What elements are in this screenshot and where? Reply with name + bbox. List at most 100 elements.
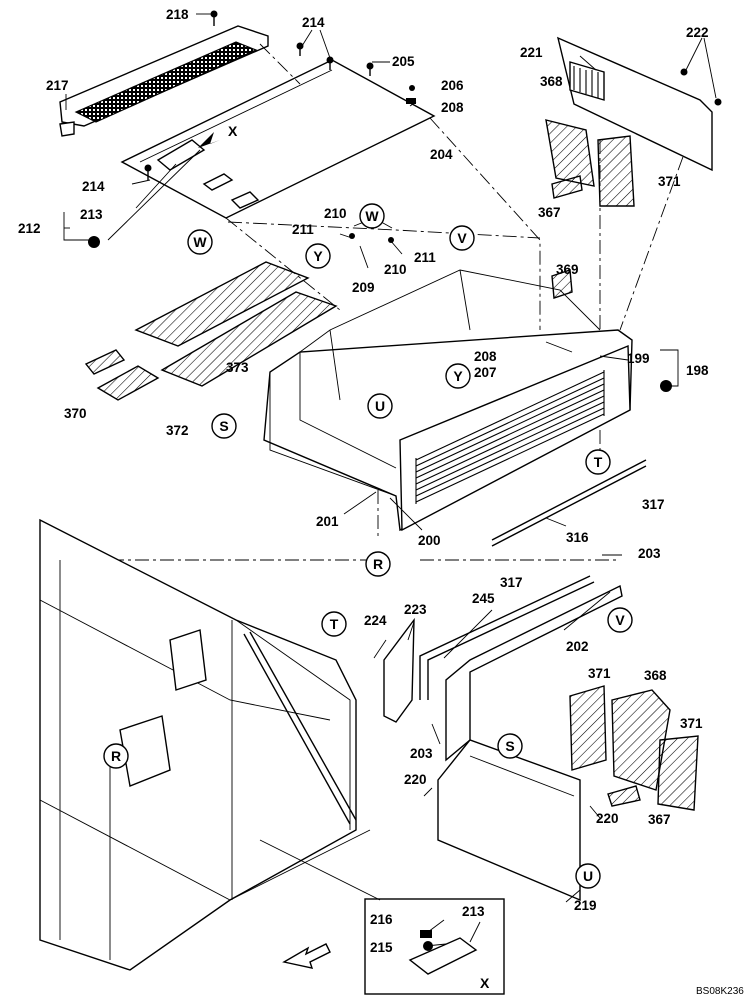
callout-317-right: 317: [642, 497, 665, 512]
ref-letter-y-1: Y: [305, 243, 331, 269]
ref-letter-v-2: V: [607, 607, 633, 633]
callout-210-bottom: 210: [384, 262, 407, 277]
callout-213-inset: 213: [462, 904, 485, 919]
callout-208-mid: 208: [474, 349, 497, 364]
callout-367-top: 367: [538, 205, 561, 220]
callout-316: 316: [566, 530, 589, 545]
callout-370: 370: [64, 406, 87, 421]
svg-text:U: U: [583, 868, 593, 884]
machine-frame: [39, 518, 381, 971]
callout-371-top: 371: [658, 174, 681, 189]
ref-letter-t-2: T: [321, 611, 347, 637]
ref-letter-r-2: R: [103, 743, 129, 769]
callout-211-right: 211: [414, 250, 436, 265]
callout-372: 372: [166, 423, 189, 438]
assembly-dot-212: [88, 236, 100, 248]
svg-text:R: R: [111, 748, 121, 764]
svg-text:S: S: [505, 738, 514, 754]
callout-213: 213: [80, 207, 103, 222]
svg-text:T: T: [330, 616, 339, 632]
svg-text:V: V: [615, 612, 625, 628]
louver-grille: [415, 370, 605, 504]
callout-317-left: 317: [500, 575, 523, 590]
panel-221: [556, 36, 713, 172]
ref-letter-w-2: W: [359, 203, 385, 229]
insulation-pads-top-right: [545, 119, 635, 299]
ref-letter-v-1: V: [449, 225, 475, 251]
callout-201: 201: [316, 514, 339, 529]
callout-215: 215: [370, 940, 393, 955]
part-callouts: 218 214 205 206 208 217 204 214 213 212 …: [18, 7, 709, 955]
callout-368-top: 368: [540, 74, 563, 89]
drawing-code: BS08K236: [696, 986, 744, 997]
svg-text:V: V: [457, 230, 467, 246]
callout-224: 224: [364, 613, 387, 628]
callout-211-left: 211: [292, 222, 314, 237]
callout-219: 219: [574, 898, 597, 913]
callout-218: 218: [166, 7, 189, 22]
callout-223: 223: [404, 602, 427, 617]
callout-221: 221: [520, 45, 543, 60]
callout-212: 212: [18, 221, 41, 236]
seal-245: [419, 575, 595, 700]
callout-199: 199: [627, 351, 650, 366]
callout-208-top: 208: [441, 100, 464, 115]
svg-text:T: T: [594, 454, 603, 470]
callout-204: 204: [430, 147, 453, 162]
svg-text:R: R: [373, 556, 383, 572]
cover-plate-204: [120, 59, 436, 219]
insulation-pads-left: [84, 261, 338, 401]
callout-207: 207: [474, 365, 497, 380]
grille-cover-217: [59, 25, 269, 137]
callout-198: 198: [686, 363, 709, 378]
rod-316: [491, 459, 647, 547]
callout-373: 373: [226, 360, 249, 375]
ref-letter-y-2: Y: [445, 363, 471, 389]
callout-367-bottom: 367: [648, 812, 671, 827]
callout-203-bottom: 203: [410, 746, 433, 761]
ref-letter-x-2: X: [480, 975, 490, 991]
svg-text:S: S: [219, 418, 228, 434]
ref-letter-r-1: R: [365, 551, 391, 577]
callout-245: 245: [472, 591, 495, 606]
svg-text:Y: Y: [313, 248, 323, 264]
svg-text:Y: Y: [453, 368, 463, 384]
callout-214-left: 214: [82, 179, 105, 194]
callout-220-left: 220: [404, 772, 427, 787]
ref-letter-s-1: S: [211, 413, 237, 439]
ref-letter-u-2: U: [575, 863, 601, 889]
callout-368-bottom: 368: [644, 668, 667, 683]
ref-letter-u-1: U: [367, 393, 393, 419]
callout-200: 200: [418, 533, 441, 548]
ref-letter-t-1: T: [585, 449, 611, 475]
callout-209: 209: [352, 280, 375, 295]
callout-371-right: 371: [680, 716, 703, 731]
panel-202: [445, 584, 623, 762]
assembly-dot-198: [660, 380, 672, 392]
door-219: [437, 739, 581, 902]
callout-222: 222: [686, 25, 709, 40]
insulation-pads-bottom-right: [569, 685, 699, 811]
ref-letter-w-1: W: [187, 229, 213, 255]
callout-371-left: 371: [588, 666, 611, 681]
bolts: [144, 10, 722, 243]
leader-lines: [63, 13, 717, 947]
callout-217: 217: [46, 78, 69, 93]
side-panel-223: [383, 617, 415, 723]
callout-203-top: 203: [638, 546, 661, 561]
direction-arrow: [282, 943, 331, 969]
callout-216: 216: [370, 912, 393, 927]
x-view-arrow: [198, 132, 220, 148]
callout-220-right: 220: [596, 811, 619, 826]
svg-text:W: W: [365, 208, 379, 224]
ref-letter-x-1: X: [228, 123, 238, 139]
svg-text:W: W: [193, 234, 207, 250]
callout-202: 202: [566, 639, 589, 654]
svg-text:U: U: [375, 398, 385, 414]
callout-210-top: 210: [324, 206, 347, 221]
callout-369: 369: [556, 262, 579, 277]
callout-205: 205: [392, 54, 415, 69]
callout-214-top: 214: [302, 15, 325, 30]
ref-letter-s-2: S: [497, 733, 523, 759]
